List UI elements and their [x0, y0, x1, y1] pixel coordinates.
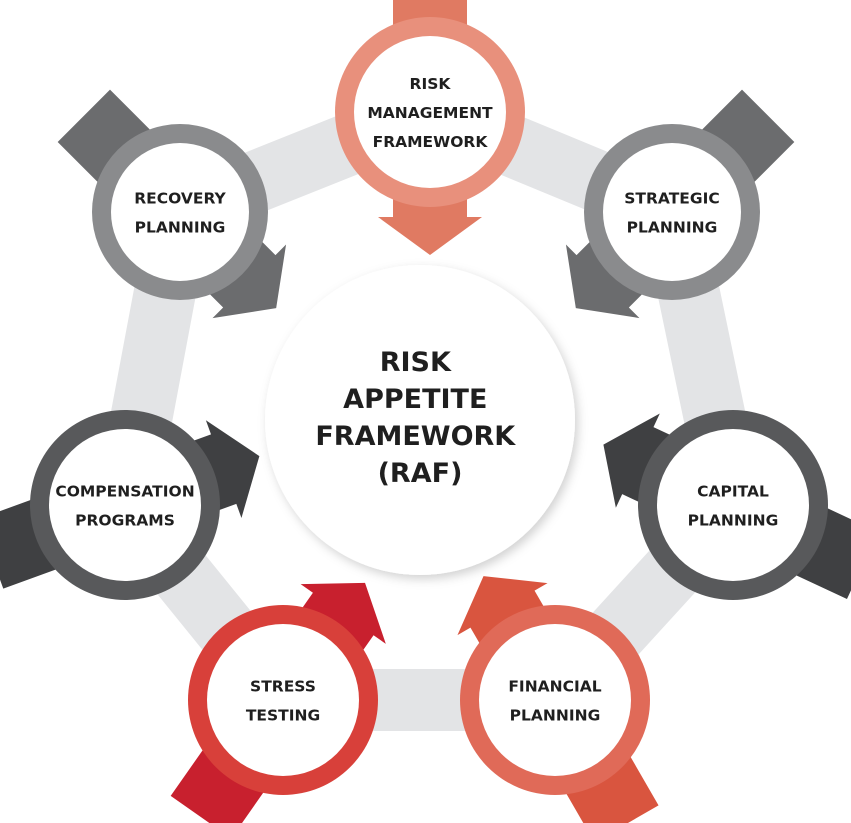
node-inner	[479, 624, 631, 776]
node-label-line: COMPENSATION	[55, 483, 194, 501]
center-line: APPETITE	[343, 384, 487, 415]
nodes: RISK MANAGEMENT FRAMEWORK STRATEGIC PLANNING…	[30, 17, 828, 795]
node-risk-management-framework: RISK MANAGEMENT FRAMEWORK	[335, 17, 525, 207]
node-label-line: FRAMEWORK	[373, 133, 489, 151]
node-label-line: TESTING	[246, 707, 320, 725]
node-label: COMPENSATION PROGRAMS	[55, 483, 194, 530]
node-label-line: FINANCIAL	[508, 678, 601, 696]
node-label-line: RISK	[410, 75, 452, 93]
node-label-line: RECOVERY	[134, 190, 226, 208]
node-inner	[207, 624, 359, 776]
node-label-line: PROGRAMS	[75, 512, 175, 530]
node-inner	[49, 429, 201, 581]
node-label: RECOVERY PLANNING	[134, 190, 226, 237]
node-recovery-planning: RECOVERY PLANNING	[92, 124, 268, 300]
node-label-line: STRESS	[250, 678, 316, 696]
node-label: STRATEGIC PLANNING	[624, 190, 720, 237]
node-inner	[657, 429, 809, 581]
node-label: STRESS TESTING	[246, 678, 320, 725]
node-label: RISK MANAGEMENT FRAMEWORK	[367, 75, 493, 151]
node-inner	[111, 143, 249, 281]
node-financial-planning: FINANCIAL PLANNING	[460, 605, 650, 795]
node-label: FINANCIAL PLANNING	[508, 678, 601, 725]
center-circle	[265, 265, 575, 575]
node-label-line: CAPITAL	[697, 483, 769, 501]
center-line: FRAMEWORK	[315, 421, 516, 452]
node-label-line: PLANNING	[688, 512, 779, 530]
center-line: (RAF)	[378, 458, 463, 489]
node-capital-planning: CAPITAL PLANNING	[638, 410, 828, 600]
node-label-line: PLANNING	[510, 707, 601, 725]
node-strategic-planning: STRATEGIC PLANNING	[584, 124, 760, 300]
node-inner	[603, 143, 741, 281]
node-label: CAPITAL PLANNING	[688, 483, 779, 530]
node-label-line: MANAGEMENT	[367, 104, 493, 122]
node-inner	[354, 36, 506, 188]
center-line: RISK	[380, 347, 452, 378]
node-label-line: PLANNING	[135, 219, 226, 237]
center-label: RISK APPETITE FRAMEWORK (RAF)	[315, 347, 524, 489]
node-label-line: PLANNING	[627, 219, 718, 237]
node-label-line: STRATEGIC	[624, 190, 720, 208]
node-compensation-programs: COMPENSATION PROGRAMS	[30, 410, 220, 600]
node-stress-testing: STRESS TESTING	[188, 605, 378, 795]
center-hub: RISK APPETITE FRAMEWORK (RAF)	[265, 265, 575, 575]
